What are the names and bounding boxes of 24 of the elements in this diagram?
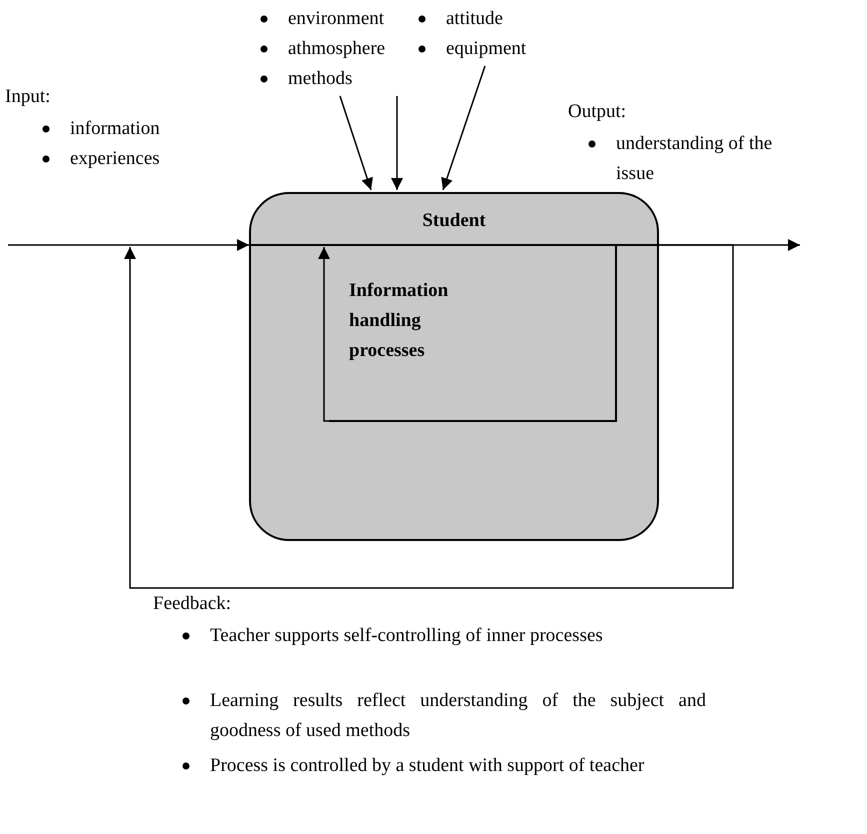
arrow [124, 244, 734, 589]
bullet-item: Learning results reflect understanding of the subject and goodness of used methods [210, 689, 706, 743]
arrow [8, 239, 249, 251]
arrow [441, 66, 486, 190]
bullet-item: Process is controlled by a student with support of teacher [210, 754, 646, 778]
bullet-item: athmosphere [288, 37, 386, 61]
heading-label: Feedback: [153, 592, 232, 616]
arrow [318, 247, 330, 422]
bullet-item: understanding of the issue [616, 132, 774, 186]
arrow [339, 96, 373, 190]
box-title: Student [421, 209, 487, 233]
heading-label: Output: [568, 100, 628, 124]
bullet-item: methods [288, 67, 354, 91]
bullet-item: experiences [70, 147, 161, 171]
bullet-item: information [70, 117, 161, 141]
process-box [329, 274, 617, 422]
bullet-item: Teacher supports self-controlling of inner processes [210, 624, 604, 648]
bullet-item: environment [288, 7, 386, 31]
box-label: Information handling processes [349, 279, 450, 363]
arrow [391, 96, 403, 190]
bullet-item: attitude [446, 7, 504, 31]
student-box [249, 192, 659, 541]
heading-label: Input: [5, 85, 52, 109]
bullet-item: equipment [446, 37, 528, 61]
